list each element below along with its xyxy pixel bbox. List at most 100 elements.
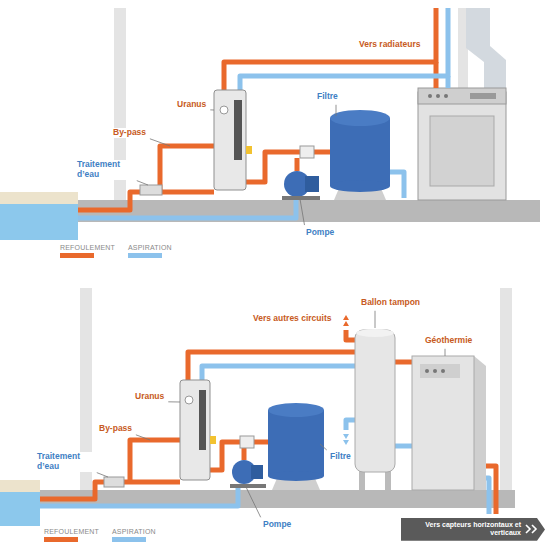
buffer-tank [385, 470, 391, 490]
part-label: Uranus [134, 392, 165, 402]
pipes [78, 196, 296, 218]
legend-entry: REFOULEMENT [60, 244, 115, 258]
boiler [430, 116, 494, 186]
pipes [395, 360, 412, 365]
part-label: Filtre [329, 452, 352, 462]
uranus-unit [220, 106, 228, 114]
leader-line [375, 311, 376, 328]
heat-pump [474, 356, 486, 490]
legend-entry: ASPIRATION [128, 244, 172, 258]
pipes [160, 146, 214, 192]
building [0, 8, 540, 240]
filter-tank [268, 471, 324, 481]
uranus-unit [210, 436, 216, 444]
pump [251, 465, 263, 479]
leader-line [300, 199, 304, 225]
buffer-tank [356, 329, 394, 337]
part-label: Pompe [262, 520, 292, 530]
uranus-unit [234, 100, 242, 160]
pump [282, 171, 320, 200]
uranus-unit [214, 90, 252, 190]
pipes [254, 440, 268, 445]
part-label: Filtre [316, 92, 339, 102]
pipes [240, 8, 448, 90]
legend-swatch [60, 253, 94, 258]
flow-arrows [343, 440, 349, 445]
flow-arrows [343, 321, 349, 326]
legend-text: ASPIRATION [128, 244, 172, 251]
part-label: Traitement d’eau [36, 452, 94, 472]
filter-tank [300, 146, 314, 158]
banner-text: Vers capteurs horizontaux et verticaux [409, 521, 521, 538]
water-treatment [104, 477, 124, 487]
pipes [40, 484, 238, 506]
pipes [390, 172, 404, 198]
legend-entry: REFOULEMENT [44, 528, 99, 542]
pipes [314, 150, 330, 155]
pump [305, 176, 319, 192]
buffer-tank [355, 330, 395, 472]
filter-tank [268, 403, 324, 417]
pipes [395, 444, 412, 449]
leader-line [445, 349, 446, 356]
legend-text: ASPIRATION [112, 528, 156, 535]
building [0, 492, 40, 526]
legend-swatch [112, 537, 146, 542]
pipes [202, 366, 355, 380]
building [466, 8, 506, 88]
leader-line [336, 105, 337, 116]
uranus-unit [214, 90, 246, 190]
part-label: By-pass [98, 424, 133, 434]
pipes [188, 352, 355, 380]
uranus-unit [180, 380, 216, 480]
legend-text: REFOULEMENT [44, 528, 99, 535]
heat-pump [433, 369, 437, 373]
part-label: Vers radiateurs [358, 40, 421, 50]
heat-pump [412, 356, 486, 490]
pipes [446, 76, 451, 88]
boiler [428, 94, 432, 98]
part-label: Uranus [176, 100, 207, 110]
leader-line [97, 473, 108, 477]
building [0, 204, 78, 240]
boiler [418, 88, 506, 200]
flow-arrows [343, 315, 349, 320]
leader-line [320, 444, 327, 450]
leader-line [137, 181, 148, 185]
heat-pump [425, 369, 429, 373]
pipes [346, 330, 355, 340]
water-treatment [104, 477, 124, 487]
filter-tank [330, 180, 390, 192]
part-label: Pompe [305, 228, 335, 238]
pipes [40, 330, 496, 514]
part-label: By-pass [112, 128, 147, 138]
building [0, 480, 40, 492]
flow-arrows [343, 315, 349, 445]
pipes [346, 420, 355, 430]
filter-tank [240, 403, 324, 490]
legend-text: REFOULEMENT [60, 244, 115, 251]
leader-line [150, 139, 170, 146]
uranus-unit [199, 390, 206, 450]
heat-pump [420, 364, 460, 378]
part-label: Vers autres circuits [252, 314, 332, 324]
pipes [486, 478, 489, 514]
direction-banner: Vers capteurs horizontaux et verticaux [401, 518, 545, 541]
boiler [418, 88, 506, 104]
pipes [78, 8, 448, 218]
part-label: Ballon tampon [360, 298, 421, 308]
heat-pump [412, 356, 474, 490]
part-label: Géothermie [424, 336, 473, 346]
uranus-unit [246, 146, 252, 154]
building [0, 192, 78, 204]
pump [230, 460, 266, 488]
uranus-unit [180, 380, 210, 480]
filter-tank [240, 436, 254, 448]
leader-line [246, 487, 261, 517]
boiler [418, 92, 506, 200]
leader-line [168, 401, 180, 402]
building [0, 288, 515, 526]
boiler [444, 94, 448, 98]
